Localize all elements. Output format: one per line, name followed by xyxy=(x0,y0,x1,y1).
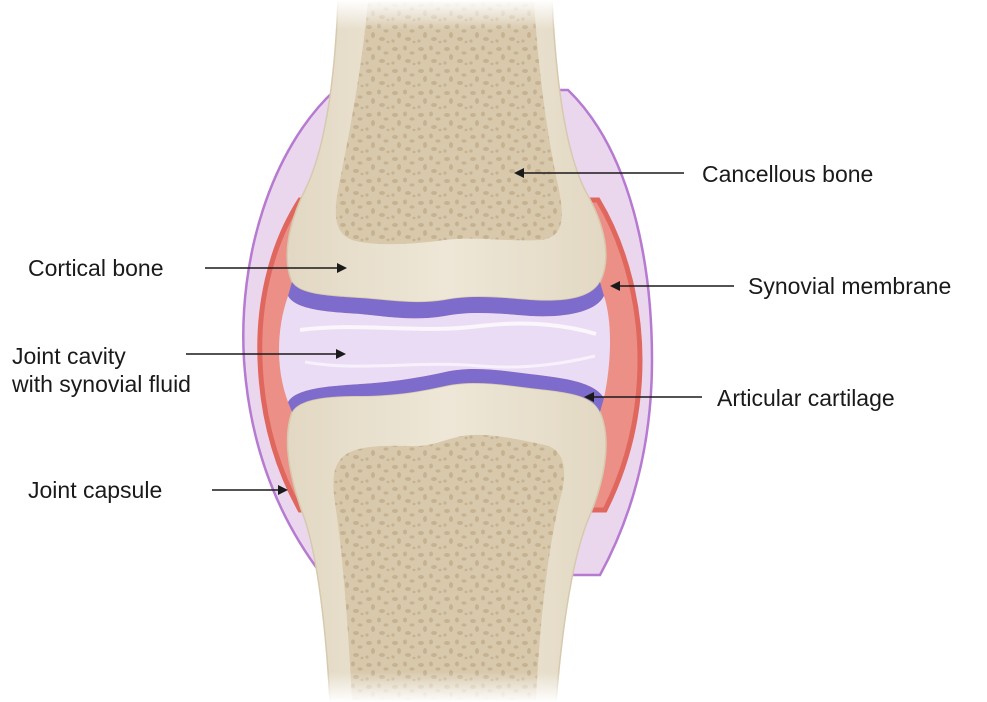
label-synovial-membrane: Synovial membrane xyxy=(748,272,951,300)
lower-bone-cancellous xyxy=(333,435,564,702)
label-joint-cavity-line2: with synovial fluid xyxy=(12,370,191,398)
label-cancellous-bone: Cancellous bone xyxy=(702,160,873,188)
upper-bone-cancellous xyxy=(336,0,562,244)
label-joint-cavity: Joint cavity with synovial fluid xyxy=(12,342,191,398)
label-joint-capsule: Joint capsule xyxy=(28,476,162,504)
label-joint-cavity-line1: Joint cavity xyxy=(12,342,191,370)
label-articular-cartilage: Articular cartilage xyxy=(717,384,895,412)
label-cortical-bone: Cortical bone xyxy=(28,254,164,282)
